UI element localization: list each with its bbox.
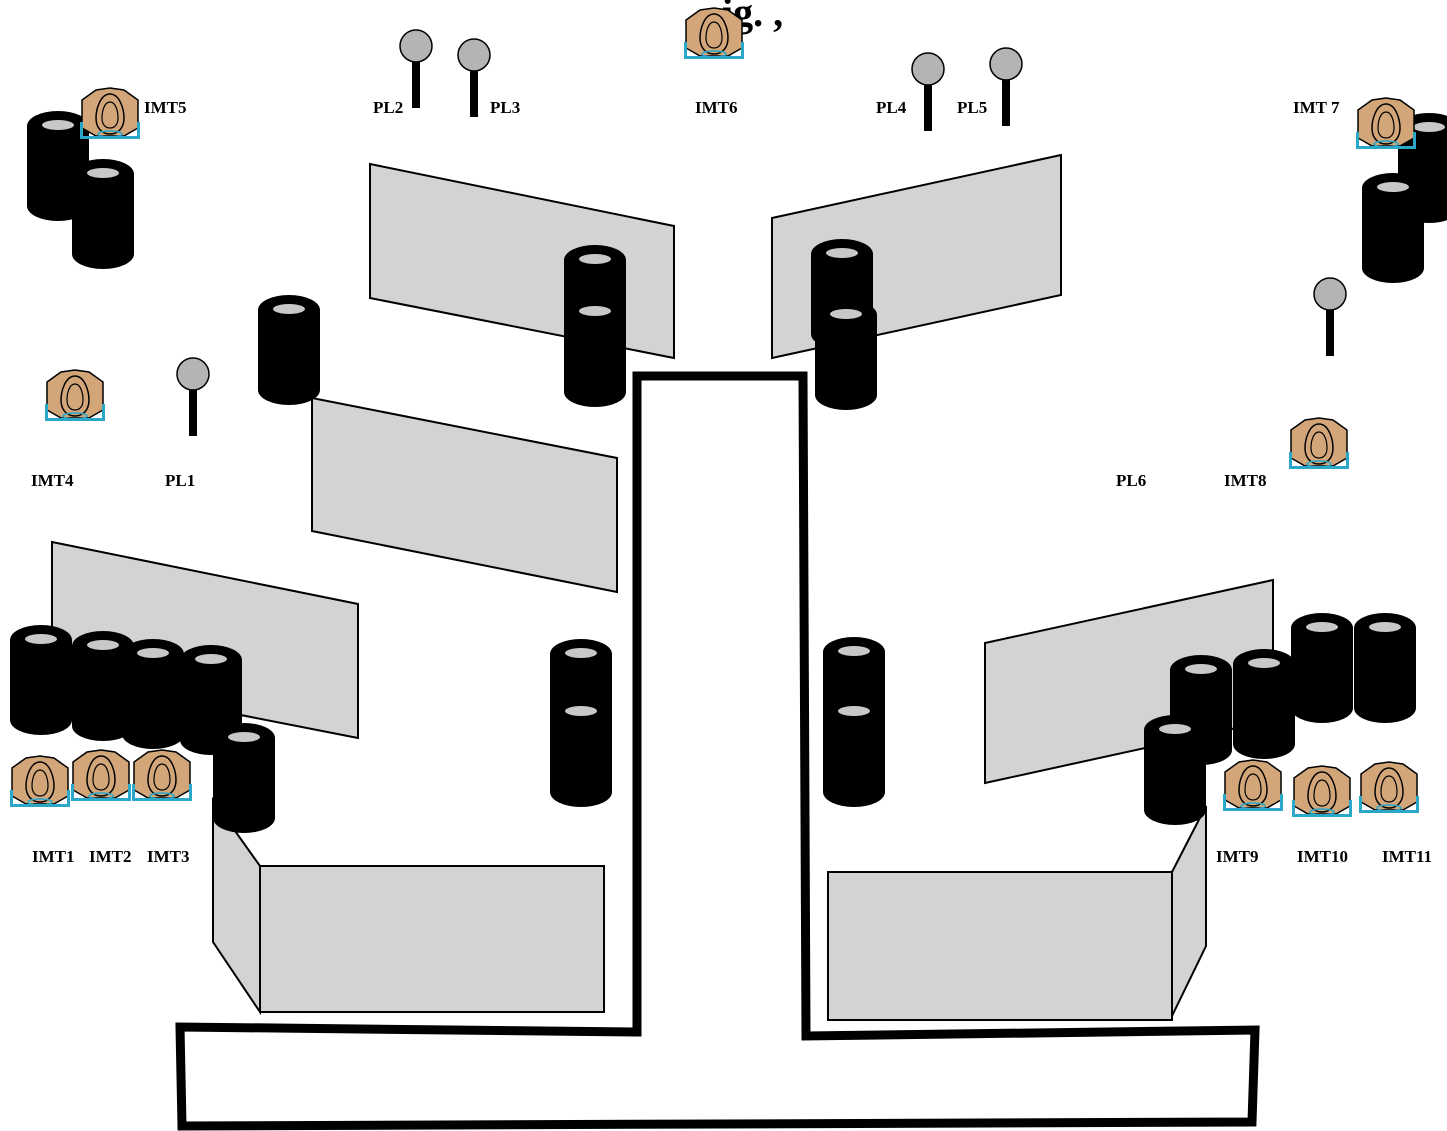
tire-stack-icon	[258, 295, 320, 405]
label-imt8: IMT8	[1224, 471, 1267, 490]
label-pl1: PL1	[165, 471, 195, 490]
ipsc-mini-target-icon	[70, 749, 132, 802]
barrier-walls	[51, 153, 1274, 1021]
tire-stack-icon	[1291, 613, 1353, 723]
label-imt6: IMT6	[695, 98, 738, 117]
label-imt3: IMT3	[147, 847, 190, 866]
label-imt9: IMT9	[1216, 847, 1259, 866]
label-imt4: IMT4	[31, 471, 74, 490]
tire-stack-icon	[1354, 613, 1416, 723]
label-imt7: IMT 7	[1293, 98, 1340, 117]
tire-stack-icon	[72, 159, 134, 269]
ipsc-mini-target-icon	[1355, 97, 1417, 150]
pepper-popper-icon	[176, 357, 210, 437]
ipsc-mini-target-icon	[131, 749, 193, 802]
tire-stack-icon	[1144, 715, 1206, 825]
wall-top-left	[369, 162, 675, 360]
tire-stack-icon	[823, 697, 885, 807]
ipsc-mini-target-icon	[79, 87, 141, 140]
wall-bottom-right	[827, 871, 1173, 1021]
label-imt11: IMT11	[1382, 847, 1432, 866]
ipsc-mini-target-icon	[1291, 765, 1353, 818]
tire-stack-icon	[122, 639, 184, 749]
ipsc-mini-target-icon	[1222, 759, 1284, 812]
label-imt10: IMT10	[1297, 847, 1348, 866]
label-pl4: PL4	[876, 98, 907, 117]
wall-bottom-left	[259, 865, 605, 1013]
tire-stack-icon	[213, 723, 275, 833]
pepper-popper-icon	[1313, 277, 1347, 357]
label-pl6: PL6	[1116, 471, 1146, 490]
label-pl3: PL3	[490, 98, 520, 117]
tire-stack-icon	[564, 297, 626, 407]
wall-mid-left	[311, 396, 618, 594]
ipsc-mini-target-icon	[9, 755, 71, 808]
tire-stack-icon	[550, 697, 612, 807]
pepper-popper-icon	[911, 52, 945, 132]
tire-stack-icon	[815, 300, 877, 410]
label-imt1: IMT1	[32, 847, 75, 866]
label-imt2: IMT2	[89, 847, 132, 866]
course-boundary-path	[175, 371, 1260, 1131]
wall-bottom-right-side	[1171, 805, 1207, 1017]
labels: PL2 PL3 IMT6 PL4 PL5 IMT5 IMT 7 IMT4 PL1…	[31, 98, 1432, 866]
label-pl5: PL5	[957, 98, 987, 117]
tire-stack-icon	[10, 625, 72, 735]
tire-stack-icon	[1233, 649, 1295, 759]
ipsc-mini-target-icon	[1358, 761, 1420, 814]
ipsc-mini-target-icon	[44, 369, 106, 422]
label-imt5: IMT5	[144, 98, 187, 117]
ipsc-mini-target-icon	[683, 7, 745, 60]
pepper-popper-icon	[989, 47, 1023, 127]
tire-stack-icon	[1362, 173, 1424, 283]
ipsc-mini-target-icon	[1288, 417, 1350, 470]
pepper-popper-icon	[457, 38, 491, 118]
pepper-popper-icon	[399, 29, 433, 109]
label-pl2: PL2	[373, 98, 403, 117]
